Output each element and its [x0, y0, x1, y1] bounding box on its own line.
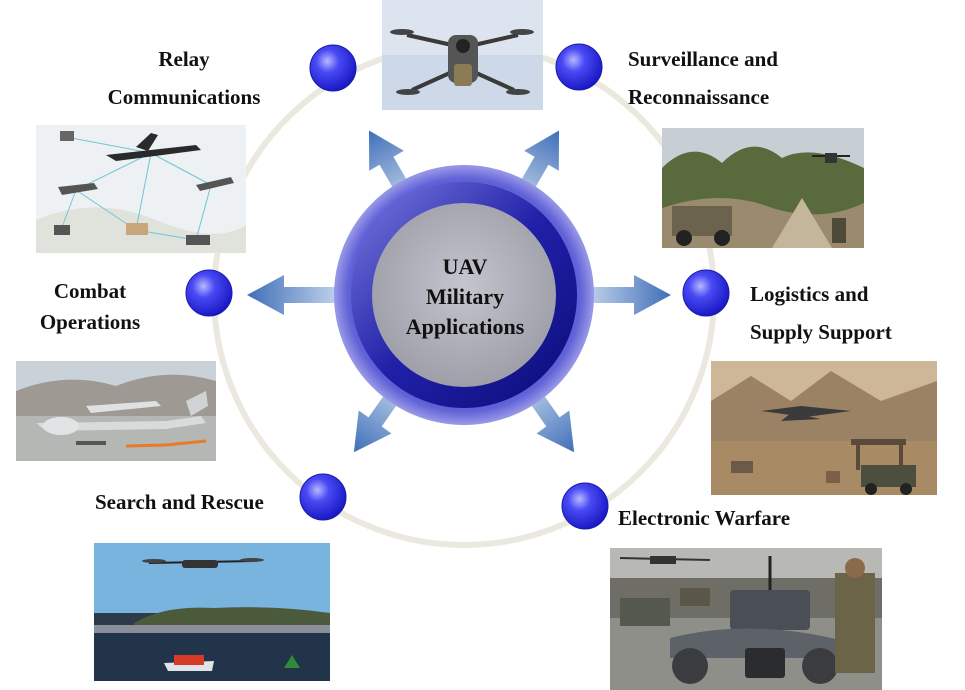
label-combat: Combat Operations — [30, 276, 150, 338]
label-logistics-line2: Supply Support — [750, 320, 892, 344]
label-relay-line1: Relay — [158, 47, 210, 71]
label-combat-line1: Combat — [53, 279, 127, 303]
photo-logistics-desert — [711, 361, 937, 495]
node-search — [299, 473, 347, 521]
center-title: UAV Military Applications — [380, 252, 550, 342]
arrow-left — [247, 275, 364, 315]
label-surveillance-line2: Reconnaissance — [628, 85, 770, 109]
center-title-line1: UAV — [442, 254, 488, 279]
center-title-line3: Applications — [405, 314, 525, 339]
node-logistics — [682, 269, 730, 317]
photo-search-rescue — [94, 543, 330, 681]
node-combat — [185, 269, 233, 317]
label-logistics: Logistics and Supply Support — [750, 275, 892, 351]
label-search-line1: Search and Rescue — [95, 490, 264, 514]
center-hub — [334, 165, 594, 425]
node-relay — [309, 44, 357, 92]
label-surveillance: Surveillance and Reconnaissance — [628, 40, 778, 116]
label-surveillance-line1: Surveillance and — [628, 47, 778, 71]
label-relay-line2: Communications — [107, 85, 261, 109]
label-electronic: Electronic Warfare — [618, 499, 790, 537]
node-electronic — [561, 482, 609, 530]
photo-electronic-warfare — [610, 548, 882, 690]
photo-relay-network — [36, 125, 246, 253]
photo-combat-uav — [16, 361, 216, 461]
arrow-right — [564, 275, 671, 315]
label-combat-line2: Operations — [39, 310, 141, 334]
label-logistics-line1: Logistics and — [750, 282, 869, 306]
label-electronic-line1: Electronic Warfare — [618, 506, 791, 530]
photo-surveillance-terrain — [662, 128, 864, 248]
label-search: Search and Rescue — [95, 483, 264, 521]
node-surveillance — [555, 43, 603, 91]
photo-quadcopter-top — [382, 0, 543, 110]
center-title-line2: Military — [425, 284, 505, 309]
label-relay: Relay Communications — [94, 40, 274, 116]
